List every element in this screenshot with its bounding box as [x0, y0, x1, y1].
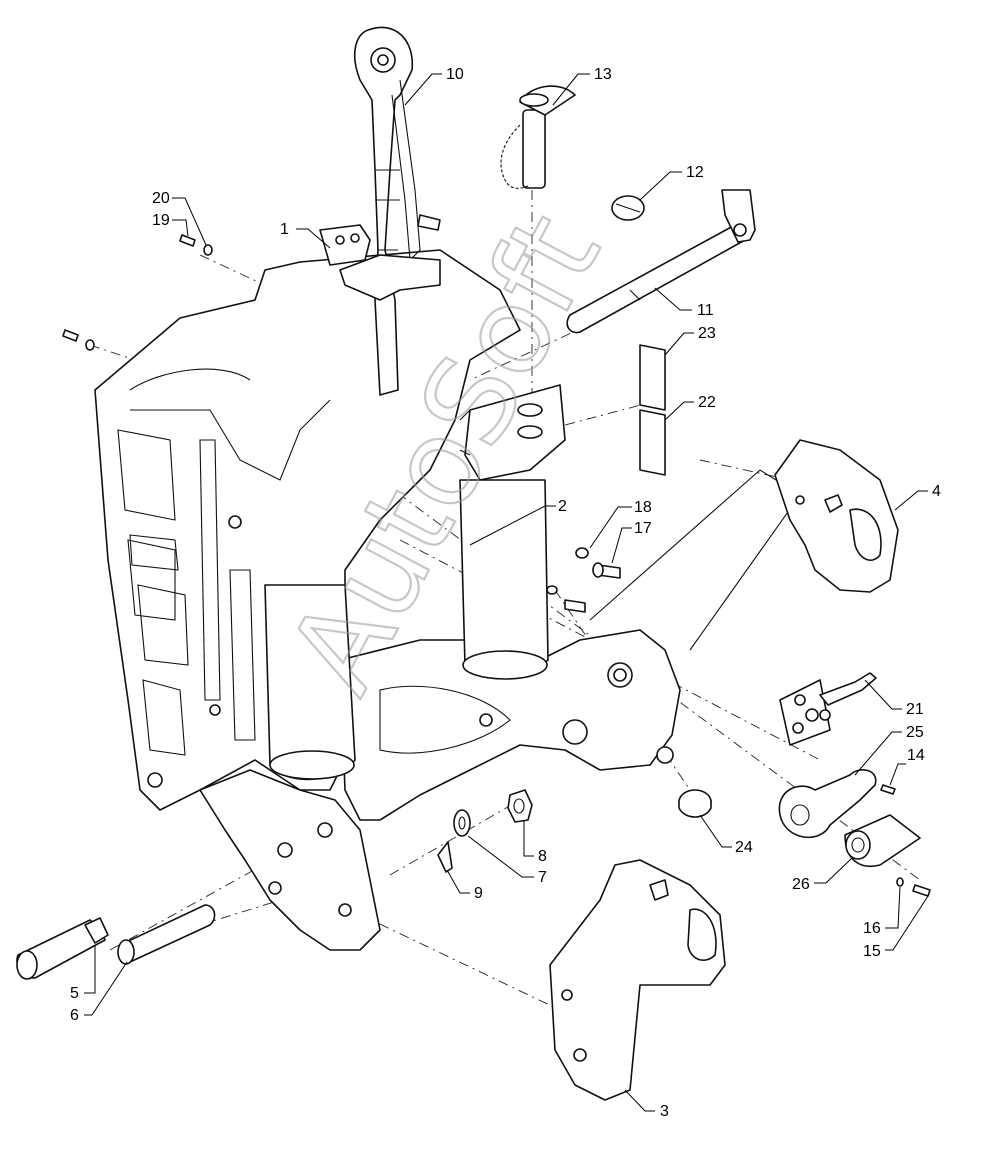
- callout-15: 15: [863, 943, 881, 960]
- stickers: [639, 344, 666, 476]
- callout-17: 17: [634, 520, 652, 537]
- callout-13: 13: [594, 66, 612, 83]
- lower-hook-right: [774, 439, 899, 593]
- linch-pin-with-chain: [500, 85, 576, 189]
- callout-20: 20: [152, 190, 170, 207]
- retaining-clip: [611, 195, 645, 221]
- small-hardware: [437, 789, 533, 873]
- callout-16: 16: [863, 920, 881, 937]
- callout-18: 18: [634, 499, 652, 516]
- callout-25: 25: [906, 724, 924, 741]
- callout-26: 26: [792, 876, 810, 893]
- callout-19: 19: [152, 212, 170, 229]
- callout-22: 22: [698, 394, 716, 411]
- bolts: [62, 234, 621, 613]
- callout-9: 9: [474, 885, 483, 902]
- hydraulic-cylinders: [264, 479, 549, 781]
- callout-3: 3: [660, 1103, 669, 1120]
- lower-brackets: [199, 769, 381, 951]
- callout-12: 12: [686, 164, 704, 181]
- callout-10: 10: [446, 66, 464, 83]
- callout-1: 1: [280, 221, 289, 238]
- callout-24: 24: [735, 839, 753, 856]
- main-frame: [94, 249, 521, 811]
- callout-23: 23: [698, 325, 716, 342]
- callout-5: 5: [70, 985, 79, 1002]
- upper-bracket: [459, 384, 566, 481]
- socket-assembly: [778, 769, 931, 897]
- callout-14: 14: [907, 747, 925, 764]
- callout-2: 2: [558, 498, 567, 515]
- callout-4: 4: [932, 483, 941, 500]
- link-pins: [16, 904, 216, 980]
- callouts: 1 2 3 4 5 6 7 8 9 10 11 12 13 14 15 16 1: [70, 66, 941, 1120]
- callout-21: 21: [906, 701, 924, 718]
- top-link-bracket: [319, 224, 371, 266]
- lower-hook-left: [549, 859, 726, 1101]
- callout-8: 8: [538, 848, 547, 865]
- callout-11: 11: [697, 302, 714, 319]
- top-link: [339, 26, 441, 396]
- callout-6: 6: [70, 1007, 79, 1024]
- cross-pin: [566, 189, 756, 334]
- valve-bracket: [779, 672, 877, 746]
- callout-7: 7: [538, 869, 547, 886]
- plug-cap: [678, 789, 712, 818]
